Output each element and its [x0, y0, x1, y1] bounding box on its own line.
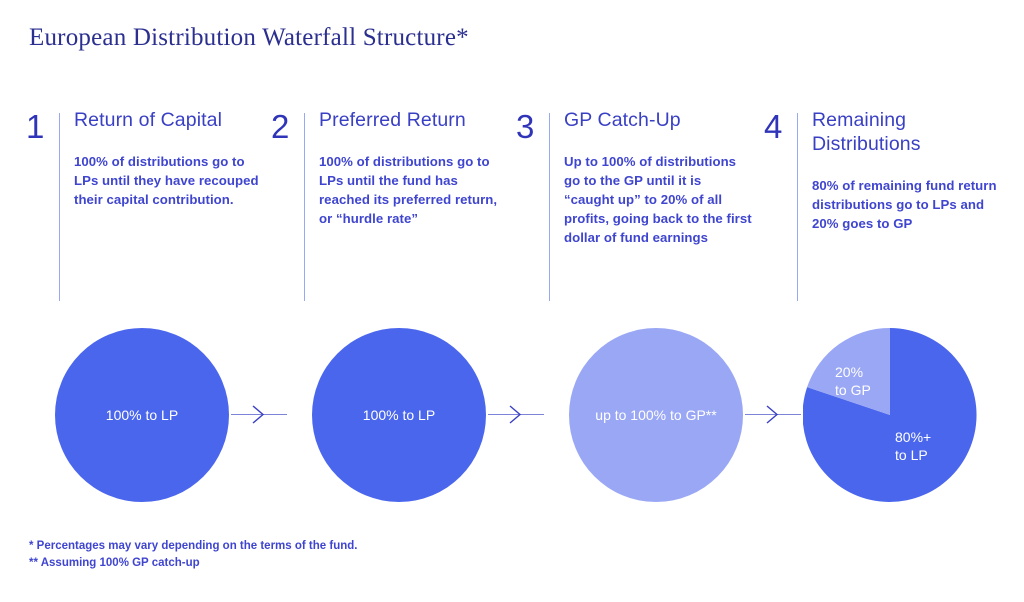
- step-description: 100% of distributions go to LPs until th…: [74, 154, 259, 207]
- step-divider-rule: [59, 113, 60, 301]
- step-body: Preferred Return 100% of distributions g…: [319, 108, 509, 228]
- pie-chart: [803, 328, 977, 502]
- step-divider-rule: [549, 113, 550, 301]
- chevron-right-arrow-icon: [766, 405, 779, 424]
- step-number: 1: [26, 108, 45, 145]
- step-number: 4: [764, 108, 783, 145]
- step-divider-rule: [304, 113, 305, 301]
- step-description: 100% of distributions go to LPs until th…: [319, 154, 498, 226]
- footnotes: * Percentages may vary depending on the …: [29, 538, 357, 571]
- pie-slice-gp: [807, 328, 890, 415]
- step-column-4: 4 Remaining Distributions 80% of remaini…: [764, 108, 1009, 304]
- pie-label-gp: 20% to GP: [835, 364, 871, 398]
- step-description: 80% of remaining fund return distributio…: [812, 178, 997, 231]
- pie-slice-lp: [803, 328, 977, 502]
- arrow-line: [231, 414, 287, 415]
- flow-arrow-2: [488, 405, 544, 424]
- step-heading: Return of Capital: [74, 109, 223, 131]
- flow-node-label: up to 100% to GP**: [595, 407, 717, 423]
- flow-node-4-pie-chart: 20% to GP 80%+ to LP: [803, 328, 977, 502]
- step-column-2: 2 Preferred Return 100% of distributions…: [271, 108, 516, 304]
- flow-node-label: 100% to LP: [362, 407, 436, 423]
- step-number: 3: [516, 108, 535, 145]
- flow-arrow-3: [745, 405, 801, 424]
- flow-diagram: 100% to LP 100% to LP up to 100% to GP**…: [0, 315, 1024, 515]
- arrow-line: [488, 414, 544, 415]
- flow-node-3: up to 100% to GP**: [569, 328, 743, 502]
- chevron-right-arrow-icon: [252, 405, 265, 424]
- step-body: GP Catch-Up Up to 100% of distributions …: [564, 108, 754, 247]
- chevron-right-arrow-icon: [509, 405, 522, 424]
- step-heading: GP Catch-Up: [564, 109, 681, 131]
- pie-label-lp: 80%+ to LP: [895, 429, 932, 463]
- flow-node-1: 100% to LP: [55, 328, 229, 502]
- step-body: Return of Capital 100% of distributions …: [74, 108, 264, 209]
- footnote-single-asterisk: * Percentages may vary depending on the …: [29, 540, 358, 552]
- step-body: Remaining Distributions 80% of remaining…: [812, 108, 1012, 233]
- steps-row: 1 Return of Capital 100% of distribution…: [0, 108, 1024, 304]
- step-column-1: 1 Return of Capital 100% of distribution…: [26, 108, 271, 304]
- step-description: Up to 100% of distributions go to the GP…: [564, 154, 752, 245]
- step-column-3: 3 GP Catch-Up Up to 100% of distribution…: [516, 108, 761, 304]
- step-heading: Preferred Return: [319, 109, 466, 131]
- flow-arrow-1: [231, 405, 287, 424]
- arrow-line: [745, 414, 801, 415]
- footnote-double-asterisk: ** Assuming 100% GP catch-up: [29, 556, 200, 569]
- step-divider-rule: [797, 113, 798, 301]
- step-number: 2: [271, 108, 290, 145]
- page-title: European Distribution Waterfall Structur…: [29, 24, 469, 51]
- flow-node-label: 100% to LP: [105, 407, 179, 423]
- step-heading: Remaining Distributions: [812, 109, 921, 155]
- flow-node-2: 100% to LP: [312, 328, 486, 502]
